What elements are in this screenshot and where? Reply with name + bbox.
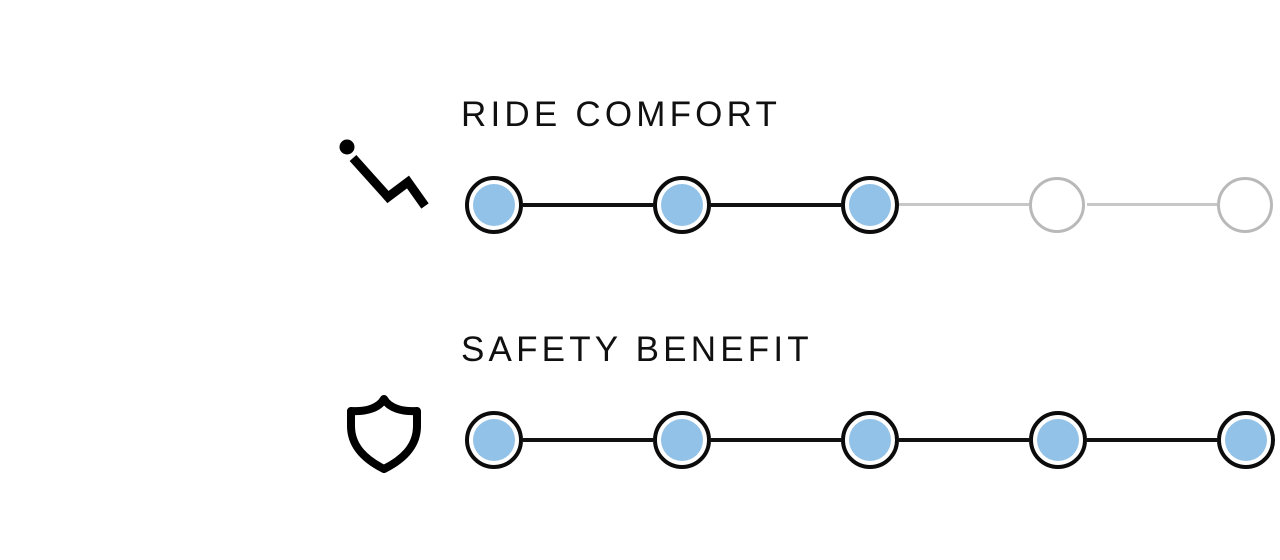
rating-dot-1[interactable] (465, 176, 523, 234)
connector-1-2 (523, 438, 653, 442)
rating-dot-3[interactable] (841, 411, 899, 469)
connector-3-4 (899, 203, 1029, 206)
rating-dot-5[interactable] (1217, 177, 1273, 233)
connector-3-4 (899, 438, 1029, 442)
connector-4-5 (1087, 438, 1217, 442)
metric-row-safety-benefit: SAFETY BENEFIT (0, 327, 1280, 487)
connector-2-3 (711, 203, 841, 207)
rating-dot-5[interactable] (1217, 411, 1275, 469)
connector-1-2 (523, 203, 653, 207)
rating-dot-2[interactable] (653, 411, 711, 469)
metric-label-ride-comfort: RIDE COMFORT (461, 95, 782, 134)
rating-scale-safety-benefit[interactable] (465, 409, 1280, 471)
metric-label-safety-benefit: SAFETY BENEFIT (461, 330, 813, 369)
rating-scale-ride-comfort[interactable] (465, 174, 1280, 236)
rating-dot-4[interactable] (1029, 177, 1085, 233)
rating-dot-2[interactable] (653, 176, 711, 234)
metric-row-ride-comfort: RIDE COMFORT (0, 92, 1280, 252)
rating-dot-1[interactable] (465, 411, 523, 469)
connector-4-5 (1087, 203, 1217, 206)
rating-dot-3[interactable] (841, 176, 899, 234)
connector-2-3 (711, 438, 841, 442)
shield-icon (336, 369, 432, 473)
bump-road-icon (336, 134, 432, 234)
rating-dot-4[interactable] (1029, 411, 1087, 469)
